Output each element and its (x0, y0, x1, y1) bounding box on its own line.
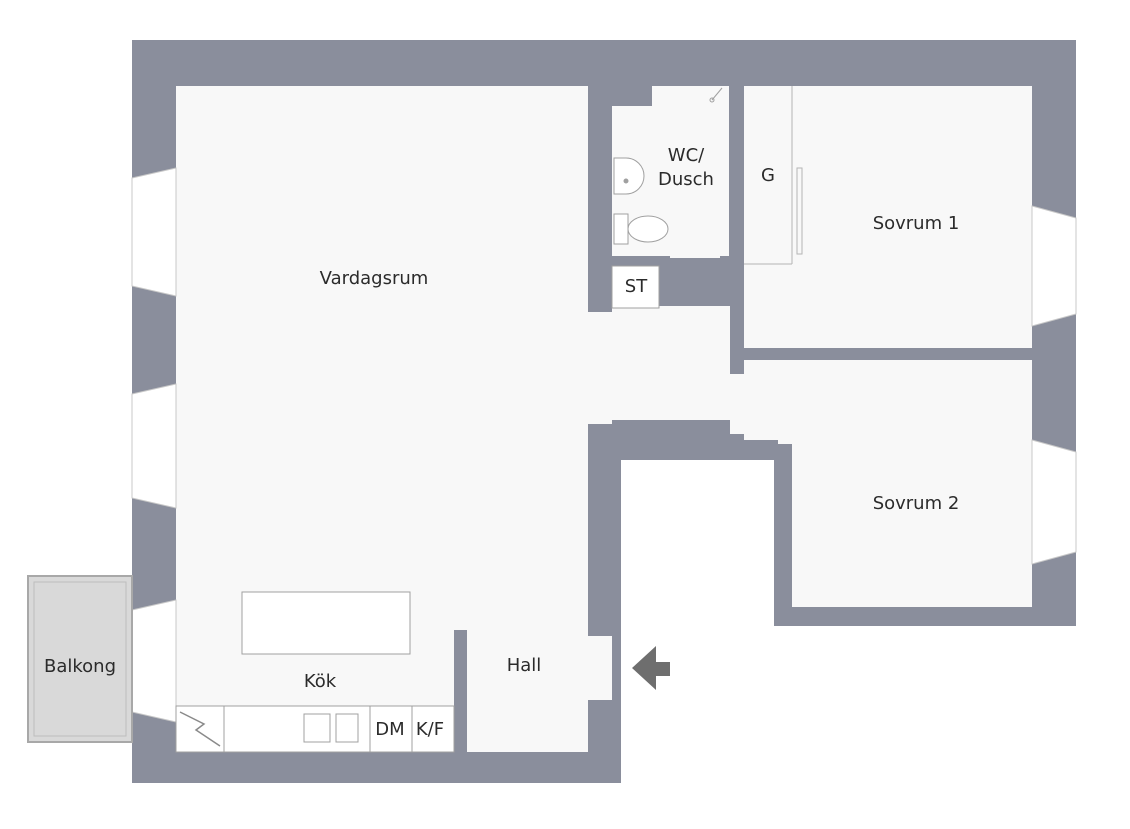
floor (176, 86, 1032, 752)
balcony (27, 575, 133, 743)
kitchen-counter (175, 705, 455, 753)
label-dusch: Dusch (658, 169, 714, 190)
label-balkong: Balkong (44, 656, 116, 677)
label-sovrum-2: Sovrum 2 (873, 493, 960, 514)
sink-icon (613, 157, 645, 195)
shower-icon (709, 87, 723, 103)
interior-walls (454, 86, 1076, 783)
toilet-icon (613, 213, 669, 245)
label-wc: WC/ (668, 145, 705, 166)
arrow-left-icon (632, 646, 670, 690)
wardrobe (744, 86, 803, 265)
kitchen-island (241, 591, 411, 655)
label-hall: Hall (507, 655, 542, 676)
label-vardagsrum: Vardagsrum (320, 268, 429, 289)
label-dishwasher: DM (375, 719, 404, 740)
label-fridge-freezer: K/F (416, 719, 444, 740)
label-garderob: G (761, 165, 775, 186)
storage-box (611, 265, 660, 309)
label-sovrum-1: Sovrum 1 (873, 213, 960, 234)
windows (131, 167, 1077, 723)
label-storage: ST (625, 276, 648, 297)
label-kok: Kök (304, 671, 337, 692)
stove-icon (179, 711, 221, 747)
